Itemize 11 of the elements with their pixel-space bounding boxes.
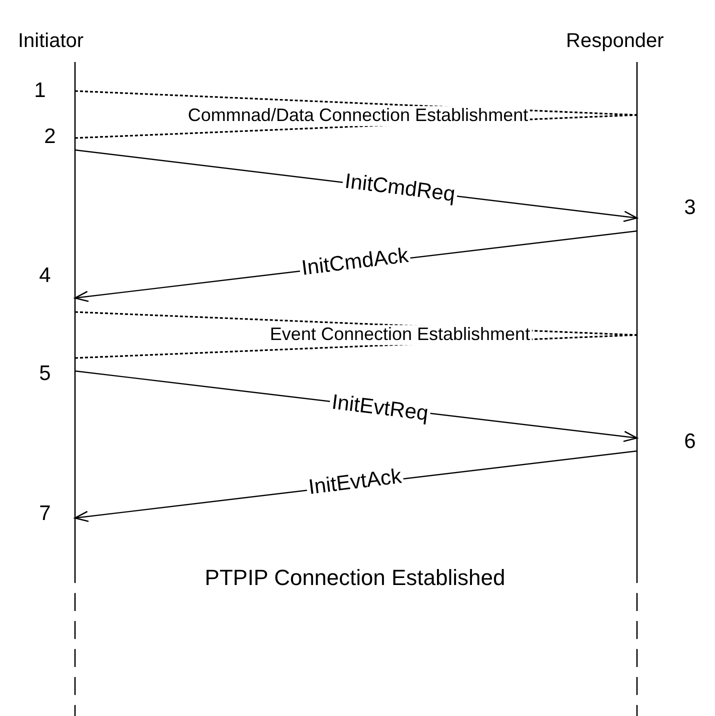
step-number: 4 <box>39 264 51 288</box>
step-number: 1 <box>34 79 46 103</box>
lifeline-heading: Responder <box>566 30 664 53</box>
lifeline-heading: Initiator <box>18 30 84 53</box>
step-number: 6 <box>684 430 696 454</box>
edge-label: Commnad/Data Connection Establishment <box>186 106 530 126</box>
step-number: 3 <box>684 196 696 220</box>
step-number: 7 <box>39 502 51 526</box>
step-number: 2 <box>44 125 56 149</box>
status-note: PTPIP Connection Established <box>204 565 506 591</box>
step-number: 5 <box>39 362 51 386</box>
